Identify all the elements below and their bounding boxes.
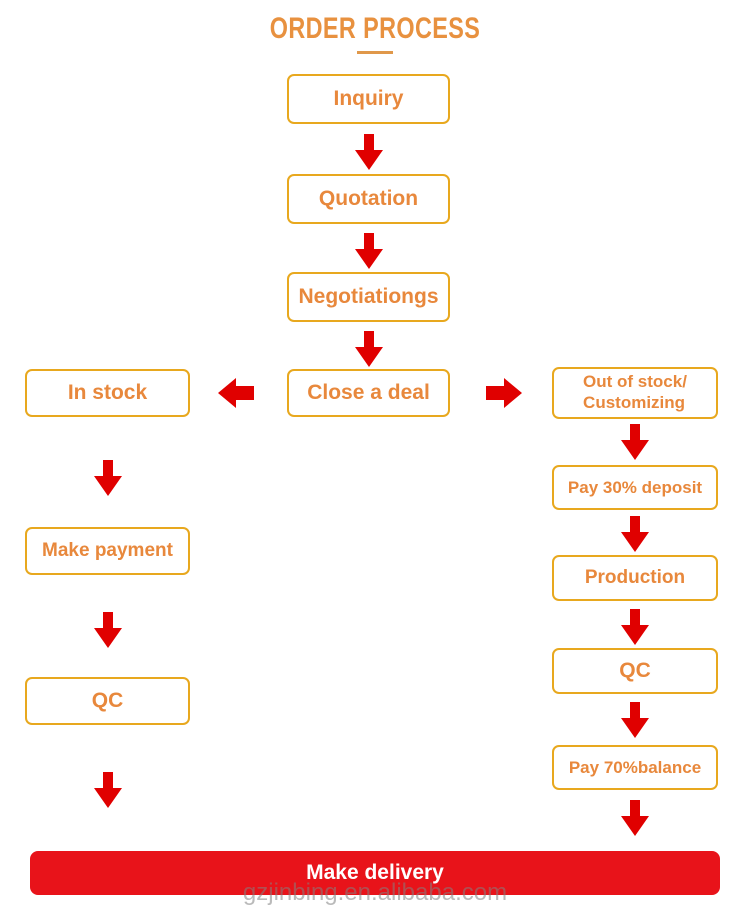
title-underline-dash [357,51,393,54]
flow-box-quotation[interactable]: Quotation [287,174,450,224]
flow-box-in-stock[interactable]: In stock [25,369,190,417]
flow-box-make-payment[interactable]: Make payment [25,527,190,575]
flow-box-label: Make payment [42,539,173,561]
arrow-down-icon-deposit-to-production [618,516,652,554]
flow-box-label: Production [584,566,686,588]
arrow-down-icon-in-stock-to-make-payment [91,460,125,498]
arrow-down-icon-out-of-stock-to-deposit [618,424,652,462]
flow-box-label: Close a deal [307,380,430,404]
arrow-down-icon-balance-to-make-delivery [618,800,652,838]
flow-box-label: Make delivery [306,861,444,884]
arrow-down-icon-negotiations-to-close-deal [352,331,386,369]
arrow-left-icon-to-in-stock [216,373,256,413]
flow-box-qc-right[interactable]: QC [552,648,718,694]
flow-box-label: Inquiry [333,86,404,110]
arrow-down-icon-make-payment-to-qc [91,612,125,650]
flow-box-label: Out of stock/ Customizing [583,372,687,413]
flow-box-inquiry[interactable]: Inquiry [287,74,450,124]
flow-box-label: Negotiationgs [298,284,439,308]
flow-box-label: QC [91,688,124,712]
flow-box-label: Quotation [318,186,419,210]
flow-box-pay-30-deposit[interactable]: Pay 30% deposit [552,465,718,510]
flow-box-label: Pay 70%balance [568,757,702,777]
arrow-down-icon-quotation-to-negotiations [352,233,386,271]
arrow-down-icon-production-to-qc [618,609,652,647]
flow-box-qc-left[interactable]: QC [25,677,190,725]
flow-box-production[interactable]: Production [552,555,718,601]
page-title: ORDER PROCESS [269,12,481,45]
arrow-down-icon-inquiry-to-quotation [352,134,386,172]
flow-box-negotiations[interactable]: Negotiationgs [287,272,450,322]
flow-box-make-delivery[interactable]: Make delivery [30,851,720,895]
flow-box-out-of-stock-customizing[interactable]: Out of stock/ Customizing [552,367,718,419]
flow-box-close-a-deal[interactable]: Close a deal [287,369,450,417]
flow-box-label: QC [619,658,651,682]
arrow-right-icon-to-out-of-stock [484,373,524,413]
arrow-down-icon-qc-to-balance [618,702,652,740]
flow-box-label-line2: Customizing [583,393,686,412]
flow-box-pay-70-balance[interactable]: Pay 70%balance [552,745,718,790]
flow-box-label: In stock [67,380,148,404]
arrow-down-icon-qc-to-make-delivery-left [91,772,125,810]
flow-box-label-line1: Out of stock/ [583,372,687,392]
flow-box-label: Pay 30% deposit [567,477,703,497]
